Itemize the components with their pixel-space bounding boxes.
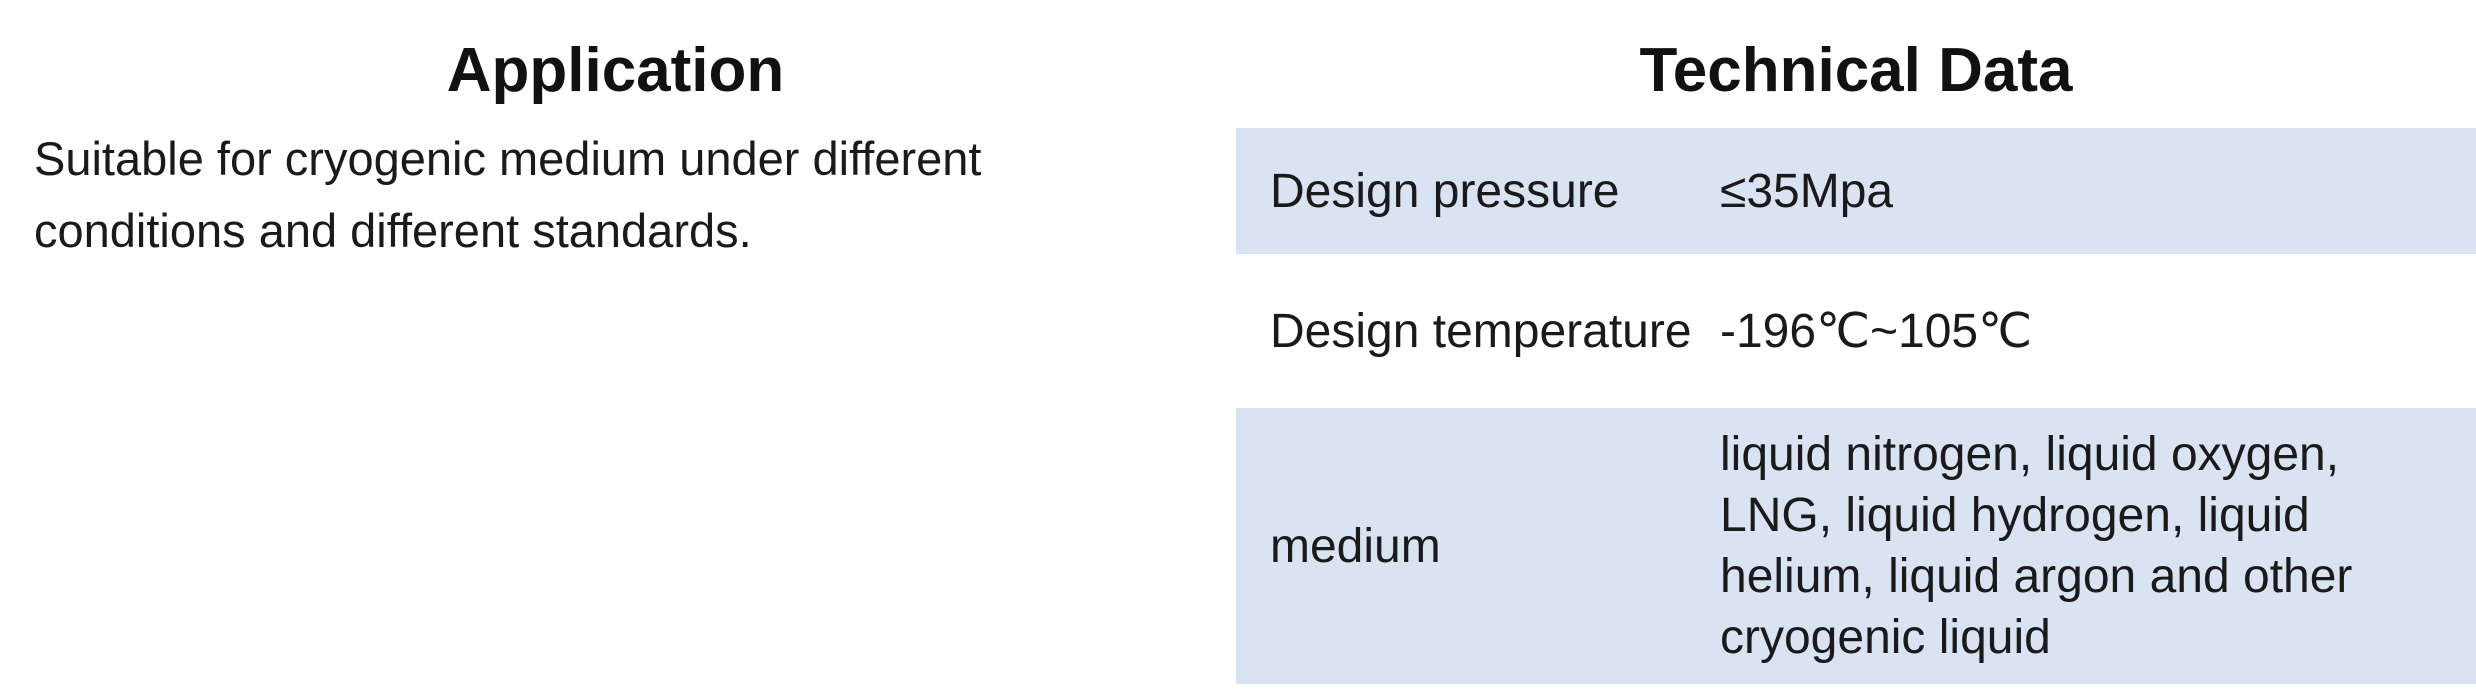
table-row: Design temperature -196℃~105℃ <box>1236 254 2476 408</box>
row-value-medium: liquid nitrogen, liquid oxygen, LNG, liq… <box>1720 408 2476 684</box>
application-section: Application Suitable for cryogenic mediu… <box>0 0 1236 698</box>
technical-data-table: Design pressure ≤35Mpa Design temperatur… <box>1236 128 2476 684</box>
table-row: Design pressure ≤35Mpa <box>1236 128 2476 254</box>
row-label-medium: medium <box>1236 408 1720 684</box>
row-value-design-pressure: ≤35Mpa <box>1720 128 2476 254</box>
technical-data-heading: Technical Data <box>1639 36 2073 105</box>
application-heading: Application <box>446 36 785 105</box>
row-label-design-temperature: Design temperature <box>1270 304 1692 358</box>
row-value-design-temperature: -196℃~105℃ <box>1720 304 2032 358</box>
table-row: medium liquid nitrogen, liquid oxygen, L… <box>1236 408 2476 684</box>
row-label-design-pressure: Design pressure <box>1236 128 1720 254</box>
technical-data-section: Technical Data Design pressure ≤35Mpa De… <box>1236 0 2476 698</box>
application-text: Suitable for cryogenic medium under diff… <box>34 132 982 257</box>
